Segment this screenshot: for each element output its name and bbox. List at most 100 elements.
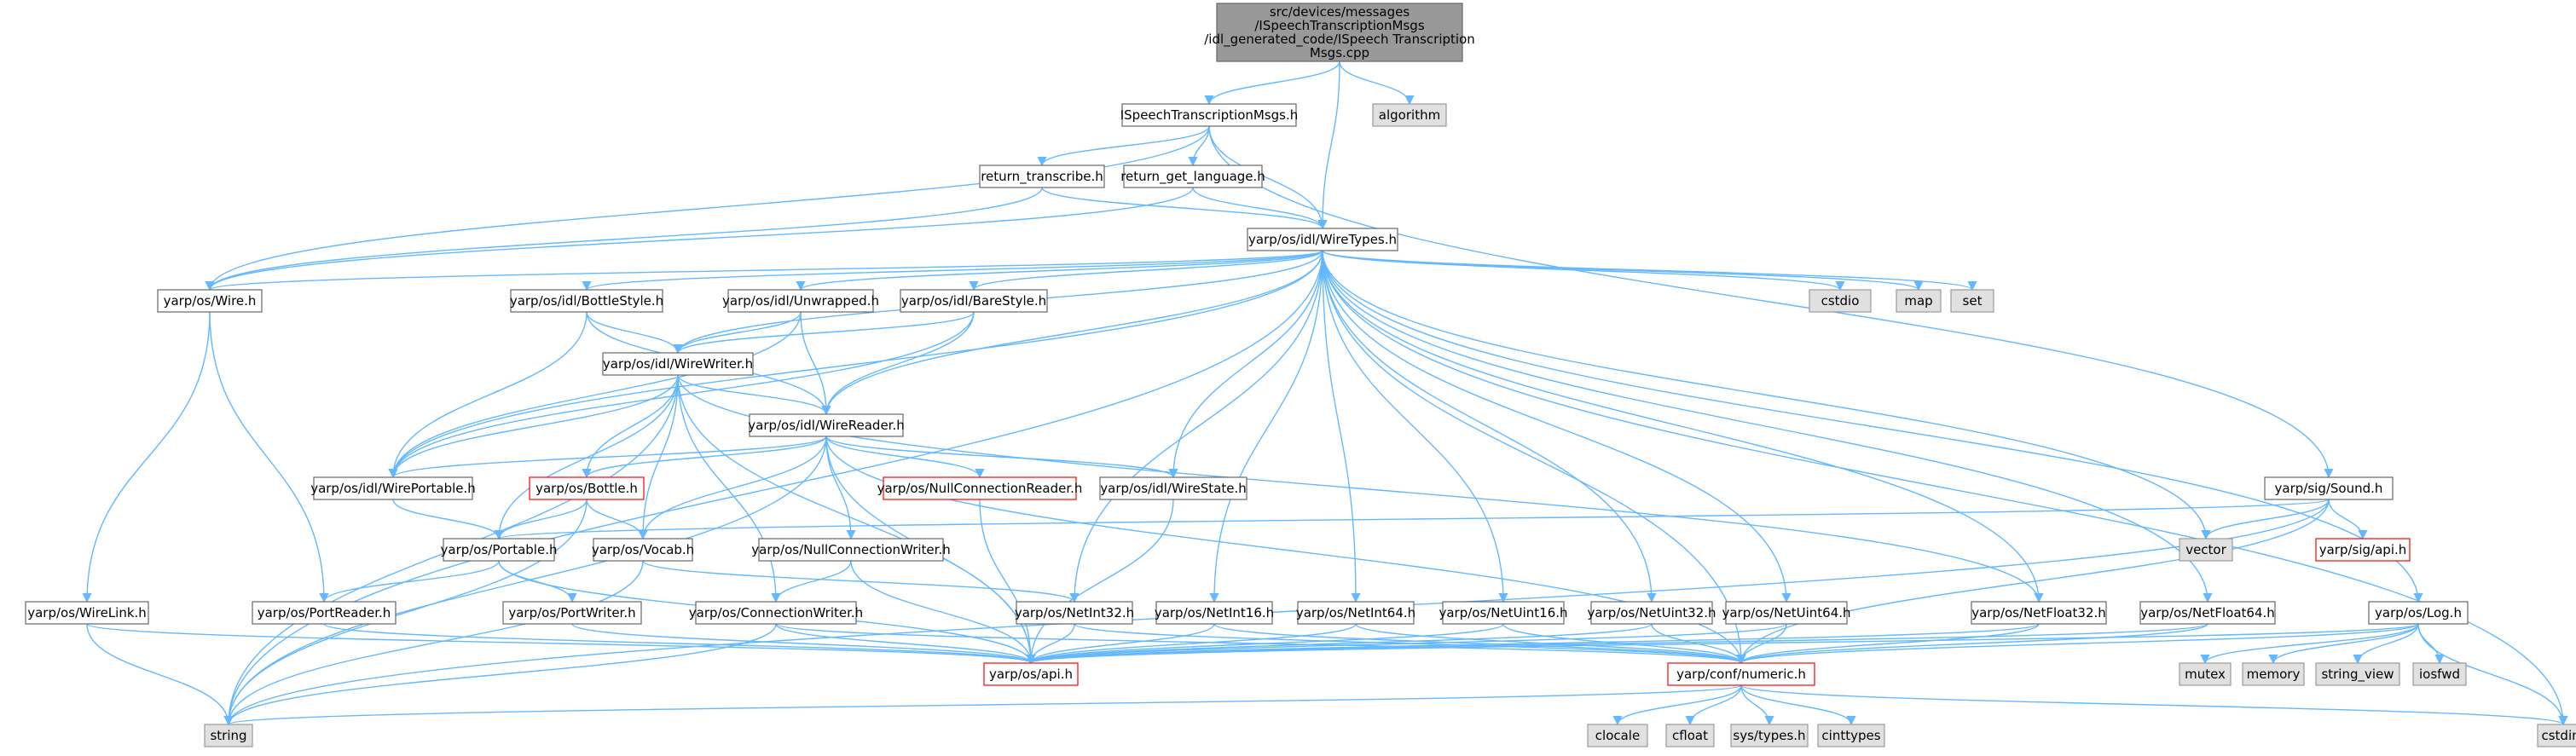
node-systypes[interactable]: sys/types.h [1730,724,1809,747]
node-box [1809,289,1872,313]
node-wirewriter[interactable]: yarp/os/idl/WireWriter.h [602,352,754,376]
node-box [2537,724,2576,747]
node-wirestate[interactable]: yarp/os/idl/WireState.h [1099,476,1247,500]
edge-wirelink-to-string [86,623,234,726]
node-cstdio[interactable]: cstdio [1809,289,1872,313]
node-wire[interactable]: yarp/os/Wire.h [157,289,263,313]
node-connwriter[interactable]: yarp/os/ConnectionWriter.h [689,601,863,625]
edge-numeric-to-cstdint [1740,684,2568,726]
node-box [2368,601,2469,625]
node-box [1971,601,2107,625]
node-box [1587,724,1648,747]
node-return-transcribe[interactable]: return_transcribe.h [979,164,1105,188]
edge-vocab-to-string [223,560,644,726]
edge-wiretypes-to-barestyle [969,250,1323,291]
edge-sound-to-sigapi [2328,499,2368,540]
node-portreader[interactable]: yarp/os/PortReader.h [252,601,397,625]
node-box [1155,601,1273,625]
node-box [2179,538,2233,562]
edge-numeric-to-cinttypes [1740,684,1856,726]
node-nullconnwriter[interactable]: yarp/os/NullConnectionWriter.h [751,538,951,562]
edge-wirelink-to-osapi [86,623,1036,665]
node-mutex[interactable]: mutex [2179,662,2232,686]
node-label: yarp/os/NetFloat32.h [1971,605,2106,620]
node-clocale[interactable]: clocale [1587,724,1648,747]
node-label: yarp/os/NullConnectionReader.h [877,481,1083,496]
node-log[interactable]: yarp/os/Log.h [2368,601,2469,625]
node-box [979,164,1105,188]
edge-log-to-memory [2268,623,2419,665]
node-wireportable[interactable]: yarp/os/idl/WirePortable.h [310,476,476,500]
node-label: ISpeechTranscriptionMsgs.h [1120,107,1299,123]
edge-bottlestyle-to-wirewriter [586,311,683,355]
node-vocab[interactable]: yarp/os/Vocab.h [592,538,694,562]
node-box [1896,289,1942,313]
node-netfloat64[interactable]: yarp/os/NetFloat64.h [2139,601,2276,625]
node-string-view[interactable]: string_view [2315,662,2400,686]
edge-ispeech_h-to-wiretypes [1208,125,1328,230]
edge-netfloat64-to-numeric [1736,623,2208,665]
node-box [900,289,1048,313]
node-label: yarp/os/Wire.h [164,293,257,309]
edge-netint16-to-numeric [1213,623,1746,665]
node-memory[interactable]: memory [2242,662,2305,686]
node-netint32[interactable]: yarp/os/NetInt32.h [1015,601,1134,625]
node-netint64[interactable]: yarp/os/NetInt64.h [1296,601,1415,625]
node-box [1016,601,1133,625]
node-numeric[interactable]: yarp/conf/numeric.h [1667,662,1815,686]
node-wiretypes[interactable]: yarp/os/idl/WireTypes.h [1247,228,1398,251]
node-box [593,538,693,562]
node-netuint64[interactable]: yarp/os/NetUint64.h [1722,601,1851,625]
node-algorithm[interactable]: algorithm [1372,103,1447,127]
node-portable[interactable]: yarp/os/Portable.h [441,538,558,562]
node-sound[interactable]: yarp/sig/Sound.h [2264,476,2394,500]
node-box [1730,724,1809,747]
edge-wiretypes-to-bottlestyle [582,250,1323,291]
node-label: string_view [2321,667,2394,683]
node-cfloat[interactable]: cfloat [1665,724,1715,747]
node-cinttypes[interactable]: cinttypes [1817,724,1885,747]
edge-wiretypes-to-wirereader [821,250,1323,416]
node-string[interactable]: string [204,724,253,747]
node-netuint32[interactable]: yarp/os/NetUint32.h [1587,601,1716,625]
node-barestyle[interactable]: yarp/os/idl/BareStyle.h [900,289,1048,313]
edge-log-to-osapi [1027,623,2419,665]
node-box [529,476,645,500]
node-bottlestyle[interactable]: yarp/os/idl/BottleStyle.h [510,289,663,313]
node-label: yarp/os/NetInt64.h [1296,605,1415,620]
node-bottle[interactable]: yarp/os/Bottle.h [529,476,645,500]
edge-unwrapped-to-wireportable [388,311,802,479]
node-portwriter[interactable]: yarp/os/PortWriter.h [502,601,642,625]
node-osapi[interactable]: yarp/os/api.h [983,662,1079,686]
node-nullconnreader[interactable]: yarp/os/NullConnectionReader.h [877,476,1083,500]
node-box [1667,662,1815,686]
edge-netuint32-to-osapi [1026,623,1653,665]
node-box [695,601,857,625]
node-box [1725,601,1848,625]
node-return-get-language[interactable]: return_get_language.h [1120,164,1265,188]
node-set[interactable]: set [1950,289,1994,313]
node-vector[interactable]: vector [2179,538,2233,562]
edge-wiretypes-to-set [1322,250,1977,291]
node-netfloat32[interactable]: yarp/os/NetFloat32.h [1971,601,2107,625]
node-wirelink[interactable]: yarp/os/WireLink.h [25,601,149,625]
node-label: /idl_generated_code/ISpeech Transcriptio… [1204,32,1475,48]
edge-wiretypes-to-map [1322,250,1924,291]
edge-wirewriter-to-vocab [638,374,679,540]
node-wirereader[interactable]: yarp/os/idl/WireReader.h [748,413,905,437]
node-unwrapped[interactable]: yarp/os/idl/Unwrapped.h [722,289,879,313]
node-iosfwd[interactable]: iosfwd [2412,662,2467,686]
node-netint16[interactable]: yarp/os/NetInt16.h [1155,601,1274,625]
node-sigapi[interactable]: yarp/sig/api.h [2315,538,2411,562]
node-root[interactable]: src/devices/messages/ISpeechTranscriptio… [1204,3,1475,62]
node-map[interactable]: map [1896,289,1942,313]
node-label: yarp/os/Portable.h [441,542,558,557]
node-netuint16[interactable]: yarp/os/NetUint16.h [1439,601,1568,625]
edge-wiretypes-to-netuint16 [1322,250,1508,603]
node-cstdint[interactable]: cstdint [2537,724,2576,747]
node-label: yarp/os/api.h [989,667,1073,682]
edge-root-to-algorithm [1339,61,1415,106]
edge-netfloat32-to-numeric [1736,623,2040,665]
node-ispeech-h[interactable]: ISpeechTranscriptionMsgs.h [1120,103,1299,127]
edge-root-to-ispeech_h [1204,61,1340,106]
